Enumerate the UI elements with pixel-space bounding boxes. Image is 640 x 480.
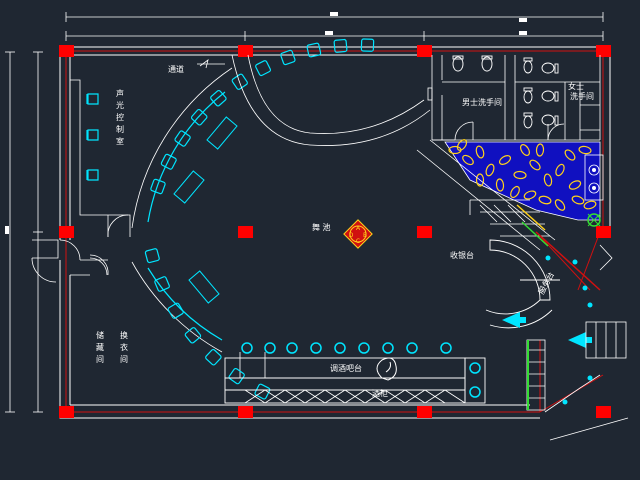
pebble xyxy=(456,139,468,151)
label-mens-restroom: 男士洗手间 xyxy=(462,97,502,107)
plants xyxy=(587,213,601,227)
dj-chairs xyxy=(86,93,99,181)
label-womens-restroom-line1: 女士 xyxy=(568,81,584,91)
sofa-seat xyxy=(333,38,348,53)
left-entrance xyxy=(31,239,109,283)
bar-stool xyxy=(382,342,394,354)
bar-stool xyxy=(310,342,322,354)
sofa-seat xyxy=(190,109,208,126)
pebble xyxy=(498,155,512,165)
label-passage: 通道 xyxy=(168,64,184,74)
label-storage: 储藏间 xyxy=(96,330,104,364)
curved-sofa-upper xyxy=(131,38,375,229)
water-feature xyxy=(444,139,604,221)
sofa-seat xyxy=(144,248,160,264)
pebble xyxy=(535,143,545,157)
pebble xyxy=(475,173,485,187)
dimension-text-marks xyxy=(5,12,527,234)
dj-booth xyxy=(70,79,131,238)
pebble xyxy=(523,190,537,200)
label-front-desk: 服务台 xyxy=(536,270,556,296)
pebble xyxy=(583,200,597,210)
sofa-seat xyxy=(255,60,272,77)
curved-sofa-lower xyxy=(131,248,271,400)
bar-stools xyxy=(241,342,452,354)
pebble xyxy=(510,185,520,199)
sofa-seat xyxy=(228,367,245,385)
sofa-seat xyxy=(205,348,222,366)
sofa-seat xyxy=(167,302,184,319)
pebble xyxy=(568,180,582,190)
compass-a: A xyxy=(356,225,361,232)
sofa-seat xyxy=(210,89,227,107)
pebble xyxy=(529,159,541,171)
cabinet-feature xyxy=(376,357,397,381)
bar-stool xyxy=(358,342,370,354)
bar-stool xyxy=(334,342,346,354)
restroom-block xyxy=(427,55,601,141)
pebble xyxy=(462,154,474,166)
bar-stool xyxy=(286,342,298,354)
bar-stool xyxy=(264,342,276,354)
sofa-seat xyxy=(150,178,166,195)
stair-block xyxy=(416,139,556,251)
sofa-seat xyxy=(184,327,202,344)
front-desk-stools xyxy=(469,362,481,398)
pebble xyxy=(555,163,565,177)
pebble xyxy=(571,195,585,205)
pebble xyxy=(554,199,566,211)
compass-d: D xyxy=(349,232,354,239)
pebble xyxy=(543,173,553,187)
label-womens-restroom-line2: 洗手间 xyxy=(570,91,594,101)
label-dj-booth: 声光控制室 xyxy=(116,88,124,146)
sofa-seat xyxy=(174,130,191,147)
bar-stool xyxy=(241,342,253,354)
lower-left-partition xyxy=(70,257,108,276)
label-bar-counter: 调酒吧台 xyxy=(330,363,362,373)
entry-arrows xyxy=(502,312,592,348)
dimension-lines xyxy=(5,12,629,441)
compass-c: C xyxy=(356,238,360,245)
pebble xyxy=(564,149,576,161)
stair-accents xyxy=(516,204,601,291)
cyan-markers xyxy=(545,255,593,405)
pebble xyxy=(513,170,527,180)
label-liquor-cabinet: 酒柜 xyxy=(372,388,388,398)
compass-b: B xyxy=(363,232,367,239)
sofa-seat xyxy=(160,153,177,170)
bar-stool xyxy=(440,342,452,354)
pebble xyxy=(495,178,505,192)
pebble xyxy=(578,145,592,155)
restroom-fixtures xyxy=(452,55,559,129)
label-dance-floor: 舞 池 xyxy=(312,222,331,232)
pebble xyxy=(475,145,485,159)
pebble xyxy=(520,144,530,156)
sofa-seat xyxy=(154,276,170,292)
right-steps xyxy=(585,244,627,359)
sofa-seat xyxy=(254,383,271,400)
bar-counter xyxy=(224,357,486,404)
bar-stool xyxy=(406,342,418,354)
compass-marker: A D B C xyxy=(343,219,373,249)
pebble xyxy=(538,195,552,205)
cashier-counter xyxy=(485,239,560,329)
sofa-seat xyxy=(280,49,296,66)
sofa-seat xyxy=(360,38,375,52)
sofa-seat xyxy=(306,42,322,58)
label-dressing: 换衣间 xyxy=(120,330,128,364)
sofa-seat xyxy=(231,73,248,90)
pebble xyxy=(485,163,495,177)
structural-columns xyxy=(59,45,611,418)
passage-curve xyxy=(197,54,431,146)
label-cashier: 收银台 xyxy=(450,250,474,260)
